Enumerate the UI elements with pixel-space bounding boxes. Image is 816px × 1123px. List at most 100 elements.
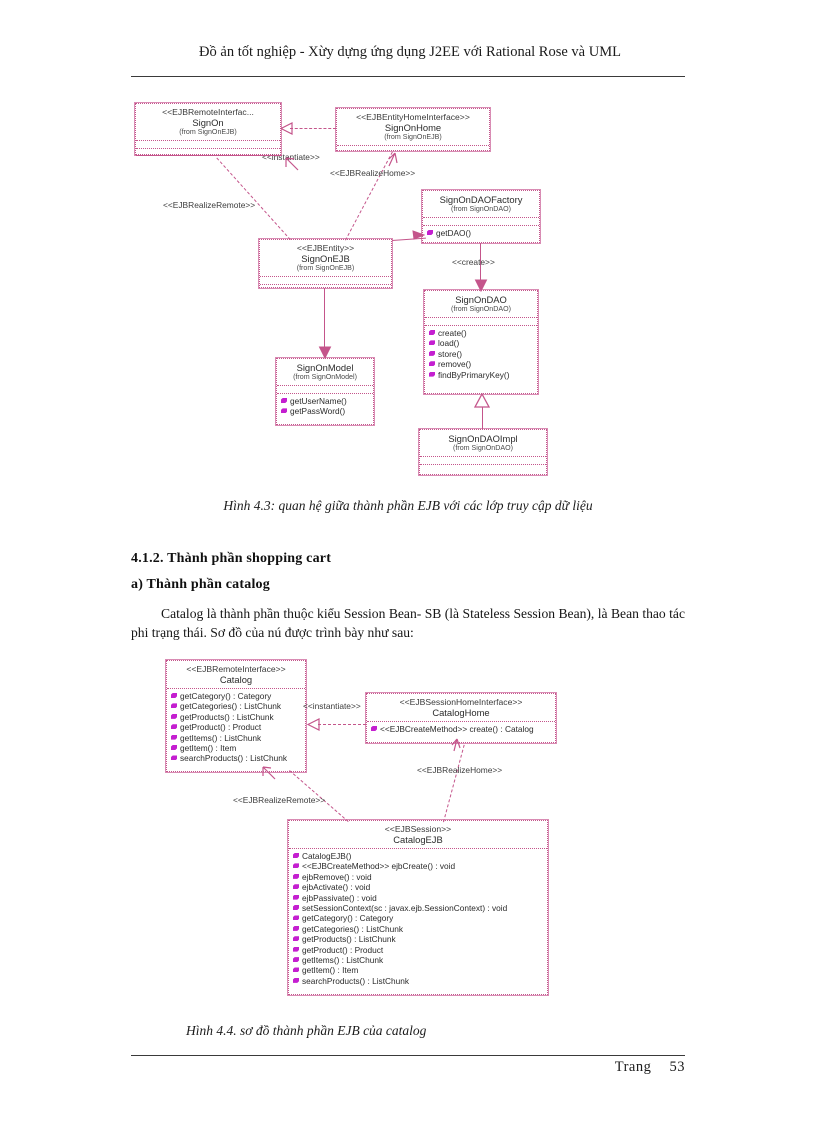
operation: getItem() : Item [171,743,302,753]
operation: ejbRemove() : void [293,872,544,882]
operation: getCategory() : Category [293,913,544,923]
uml-class-signonejb: <<EJBEntity>> SignOnEJB (from SignOnEJB) [258,238,393,289]
connector-signon-base [136,155,282,156]
class-name: CatalogEJB [393,834,443,845]
operation: getPassWord() [281,406,370,416]
footer-label: Trang [614,1059,652,1075]
arrow-realizeremote [285,157,299,171]
operation: store() [429,349,534,359]
footer-page-number: 53 [669,1059,685,1075]
attributes-compartment [423,218,539,226]
class-stereotype: <<EJBRemoteInterfac... [162,107,254,117]
operation: findByPrimaryKey() [429,370,534,380]
operations-compartment: getDAO() [423,226,539,241]
connector-instantiate-line [290,128,336,129]
class-stereotype: <<EJBEntityHomeInterface>> [356,112,470,122]
operation: <<EJBCreateMethod>> create() : Catalog [371,724,552,734]
class-header: <<EJBEntityHomeInterface>> SignOnHome (f… [337,109,489,146]
class-package: (from SignOnDAO) [453,444,513,452]
operation: getItems() : ListChunk [171,733,302,743]
class-stereotype: <<EJBRemoteInterface>> [186,664,286,674]
section-subheading: a) Thành phần catalog [131,577,270,592]
operations-compartment: CatalogEJB() <<EJBCreateMethod>> ejbCrea… [289,849,547,989]
operation: getProduct() : Product [171,722,302,732]
class-name: SignOn [192,117,224,128]
class-name: SignOnDAO [455,294,507,305]
connector-realizeremote-line [216,157,291,240]
connector-label-create: <<create>> [452,257,495,267]
operation: searchProducts() : ListChunk [293,976,544,986]
operation: remove() [429,359,534,369]
uml-class-signon: <<EJBRemoteInterfac... SignOn (from Sign… [134,102,282,156]
class-header: <<EJBRemoteInterfac... SignOn (from Sign… [136,104,280,141]
operation: <<EJBCreateMethod>> ejbCreate() : void [293,861,544,871]
class-name: Catalog [219,674,253,685]
class-stereotype: <<EJBSessionHomeInterface>> [399,697,523,707]
attributes-compartment [420,457,546,465]
attributes-compartment [136,141,280,149]
operation: load() [429,338,534,348]
operation: getItems() : ListChunk [293,955,544,965]
class-name: SignOnDAOImpl [448,433,518,444]
operations-compartment: create() load() store() remove() findByP… [425,326,537,383]
connector-label-realizehome2: <<EJBRealizeHome>> [417,765,503,775]
arrow-instantiate2 [307,718,320,731]
class-package: (from SignOnModel) [293,373,357,381]
class-header: <<EJBEntity>> SignOnEJB (from SignOnEJB) [260,240,391,277]
uml-class-catalogejb: <<EJBSession>> CatalogEJB CatalogEJB() <… [287,819,549,996]
operation: getItem() : Item [293,965,544,975]
uml-class-catalog: <<EJBRemoteInterface>> Catalog getCatego… [165,659,307,773]
class-package: (from SignOnEJB) [384,133,442,141]
class-header: SignOnModel (from SignOnModel) [277,359,373,386]
arrow-ejb-to-daofactory [412,230,425,240]
footer-rule [131,1055,685,1056]
operation: getProduct() : Product [293,945,544,955]
attributes-compartment [425,318,537,326]
class-package: (from SignOnDAO) [451,205,511,213]
operation: ejbPassivate() : void [293,893,544,903]
operations-compartment: getCategory() : Category getCategories()… [167,689,305,767]
uml-class-signonmodel: SignOnModel (from SignOnModel) getUserNa… [275,357,375,426]
connector-label-instantiate: <<instantiate>> [262,152,320,162]
operations-compartment [420,465,546,476]
class-name: SignOnEJB [301,253,350,264]
operation: setSessionContext(sc : javax.ejb.Session… [293,903,544,913]
arrow-instantiate [280,122,293,135]
uml-class-signondaoimpl: SignOnDAOImpl (from SignOnDAO) [418,428,548,476]
class-header: <<EJBSession>> CatalogEJB [289,821,547,849]
class-header: <<EJBSessionHomeInterface>> CatalogHome [367,694,555,722]
operation: getCategories() : ListChunk [171,701,302,711]
operation: create() [429,328,534,338]
arrow-realizeremote2 [262,766,276,780]
page-footer: Trang 53 [601,1059,685,1076]
arrow-ejb-to-model [318,346,332,359]
figure-1-caption: Hình 4.3: quan hệ giữa thành phần EJB vớ… [223,498,593,513]
triangle-generalization [473,393,491,408]
page-header: Đồ ản tốt nghiệp - Xừy dựng ứng dụng J2E… [199,44,621,60]
operation: searchProducts() : ListChunk [171,753,302,763]
attributes-compartment [260,277,391,285]
operation: getCategories() : ListChunk [293,924,544,934]
class-name: CatalogHome [432,707,490,718]
section-heading: 4.1.2. Thành phần shopping cart [131,551,332,566]
class-package: (from SignOnEJB) [179,128,237,136]
connector-generalization-line [482,407,483,429]
uml-class-signondaofactory: SignOnDAOFactory (from SignOnDAO) getDAO… [421,189,541,244]
attributes-compartment [277,386,373,394]
class-name: SignOnDAOFactory [439,194,523,205]
class-header: <<EJBRemoteInterface>> Catalog [167,661,305,689]
connector-label-realizeremote2: <<EJBRealizeRemote>> [233,795,326,805]
connector-label-realizeremote: <<EJBRealizeRemote>> [163,200,256,210]
uml-class-signondao: SignOnDAO (from SignOnDAO) create() load… [423,289,539,395]
operation: getUserName() [281,396,370,406]
class-package: (from SignOnEJB) [296,264,355,272]
connector-label-realizehome: <<EJBRealizeHome>> [330,168,416,178]
header-rule [131,76,685,77]
operations-compartment [260,285,391,296]
operations-compartment: getUserName() getPassWord() [277,394,373,420]
operations-compartment [337,146,489,157]
operations-compartment: <<EJBCreateMethod>> create() : Catalog [367,722,555,737]
class-header: SignOnDAOFactory (from SignOnDAO) [423,191,539,218]
uml-class-cataloghome: <<EJBSessionHomeInterface>> CatalogHome … [365,692,557,744]
